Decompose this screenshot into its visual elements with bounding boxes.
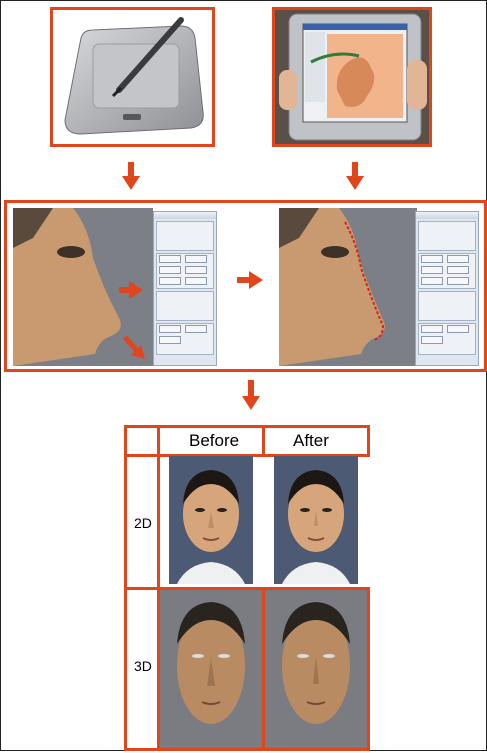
face-model-3d-before (160, 590, 262, 748)
nose-editing-panel (4, 200, 487, 372)
controller-panel-before (153, 211, 217, 366)
tablet-panel (50, 7, 215, 147)
arrow-nose-bridge (119, 281, 143, 299)
tablet-pc-panel (272, 7, 432, 147)
cell-3d-after (262, 587, 370, 751)
arrow-nose-tip (123, 335, 145, 359)
tablet-pc-illustration (275, 10, 429, 144)
pen-tablet-illustration (53, 10, 212, 144)
arrow-down-left (122, 162, 140, 190)
row-label-3d: 3D (134, 658, 152, 674)
face-photo-2d-after (262, 454, 370, 590)
table-header-blank (124, 425, 160, 457)
row-label-2d: 2D (134, 515, 152, 531)
arrow-right-center (237, 271, 263, 289)
cell-3d-before (157, 587, 265, 751)
controller-panel-after (415, 211, 479, 366)
cell-2d-after (262, 454, 370, 590)
arrow-down-to-table (242, 380, 260, 410)
column-label-before: Before (189, 431, 239, 451)
face-model-3d-after (265, 590, 367, 748)
face-photo-2d-before (157, 454, 265, 590)
cell-2d-before (157, 454, 265, 590)
profile-after-image (279, 208, 417, 366)
column-label-after: After (293, 431, 329, 451)
arrow-down-right (346, 162, 364, 190)
